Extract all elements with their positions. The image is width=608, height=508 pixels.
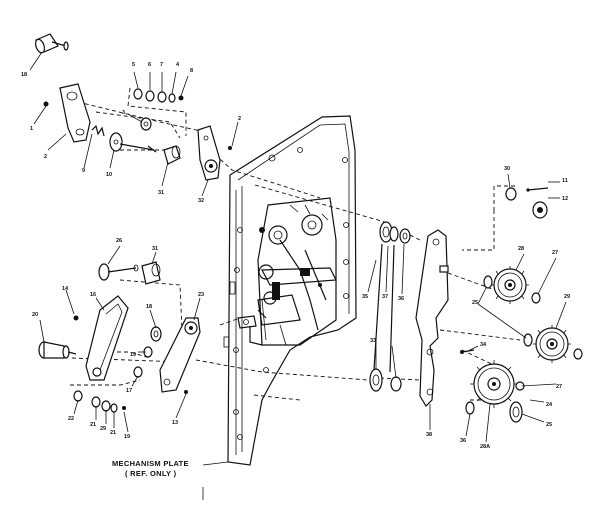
part-27-ring: [531, 292, 541, 304]
label-17: 17: [126, 388, 132, 394]
label-12: 12: [562, 196, 568, 202]
label-33: 33: [370, 338, 376, 344]
alignment-lines: [70, 87, 521, 401]
label-26: 26: [116, 238, 122, 244]
label-18: 18: [21, 72, 27, 78]
part-36-washer-b: [465, 401, 475, 415]
part-38-bracket: [415, 229, 449, 407]
label-28: 28: [518, 246, 524, 252]
mechanism-plate: [223, 115, 357, 466]
label-27b: 27: [556, 384, 562, 390]
label-36b: 36: [460, 438, 466, 444]
label-31a: 31: [158, 190, 164, 196]
label-29b: 29: [564, 294, 570, 300]
label-32: 32: [198, 198, 204, 204]
part-25-washer: [483, 275, 493, 289]
part-10-shaft: [109, 132, 157, 153]
mechanism-plate-caption: MECHANISM PLATE ( REF. ONLY ): [112, 459, 229, 500]
caption-line-1: MECHANISM PLATE: [112, 459, 189, 468]
part-31-bushing-top: [163, 145, 181, 165]
parts-22-21-29-washers-bottom: [73, 390, 126, 413]
label-25: 25: [472, 300, 478, 306]
label-9: 9: [82, 168, 85, 174]
label-11: 11: [562, 178, 568, 184]
label-24: 24: [546, 402, 553, 408]
part-35-gear-upper: [379, 221, 411, 244]
part-26-shaft: [98, 263, 139, 281]
label-35: 35: [362, 294, 368, 300]
label-18b: 18: [146, 304, 152, 310]
parts-5-6-7-4-washers: [133, 88, 184, 103]
part-23-arm: [159, 317, 201, 394]
label-29: 29: [100, 426, 106, 432]
label-37: 37: [382, 294, 388, 300]
part-12-nut: [532, 201, 548, 219]
part-34-screw: [460, 349, 475, 354]
label-1: 1: [30, 126, 33, 132]
label-13: 13: [172, 420, 178, 426]
label-5: 5: [132, 62, 135, 68]
part-9-spring: [91, 124, 105, 137]
part-25-disc: [509, 401, 523, 423]
label-7: 7: [160, 62, 163, 68]
caption-line-2: ( REF. ONLY ): [125, 469, 177, 478]
label-31b: 31: [152, 246, 158, 252]
parts-18-19-17-washers: [133, 326, 162, 378]
part-28a-large-gear: [470, 360, 518, 408]
part-20-pin: [38, 341, 77, 359]
part-31-bushing: [141, 261, 161, 285]
label-6: 6: [148, 62, 151, 68]
label-19b: 19: [124, 434, 130, 440]
label-21a: 21: [90, 422, 96, 428]
label-23: 23: [198, 292, 204, 298]
part-29-gear-right: [533, 325, 571, 363]
part-35-gear-lower: [369, 368, 402, 392]
label-20: 20: [32, 312, 38, 318]
part-18-pin-top: [34, 33, 69, 54]
part-16-link: [73, 295, 129, 381]
part-1-lever-top: [43, 83, 91, 143]
label-27a: 27: [552, 250, 558, 256]
part-30-clip: [505, 187, 517, 201]
label-10: 10: [106, 172, 112, 178]
label-3: 3: [122, 110, 125, 116]
label-4: 4: [176, 62, 180, 68]
label-21b: 21: [110, 430, 116, 436]
part-28-gear: [491, 266, 529, 304]
label-2b: 2: [238, 116, 241, 122]
label-30: 30: [504, 166, 510, 172]
label-16: 16: [90, 292, 96, 298]
label-14: 14: [62, 286, 69, 292]
part-27-ring-b: [573, 348, 583, 360]
label-34: 34: [480, 342, 487, 348]
callout-leaders: [29, 51, 567, 443]
label-22: 22: [68, 416, 74, 422]
part-25-washer-b: [523, 333, 533, 347]
label-19: 19: [130, 352, 136, 358]
label-25b: 25: [546, 422, 552, 428]
label-38: 38: [426, 432, 432, 438]
label-28a: 28A: [480, 444, 490, 450]
part-36-vertical-link: [373, 243, 395, 373]
label-36: 36: [398, 296, 404, 302]
label-2a: 2: [44, 154, 47, 160]
callout-labels: 18 5 6 7 4 8 1 3 2 9 10 31 32 2 30 11 12…: [21, 62, 570, 450]
part-3-bushing: [140, 117, 152, 131]
label-8: 8: [190, 68, 193, 74]
part-32-bracket: [197, 125, 232, 181]
part-11-screw: [526, 187, 549, 192]
